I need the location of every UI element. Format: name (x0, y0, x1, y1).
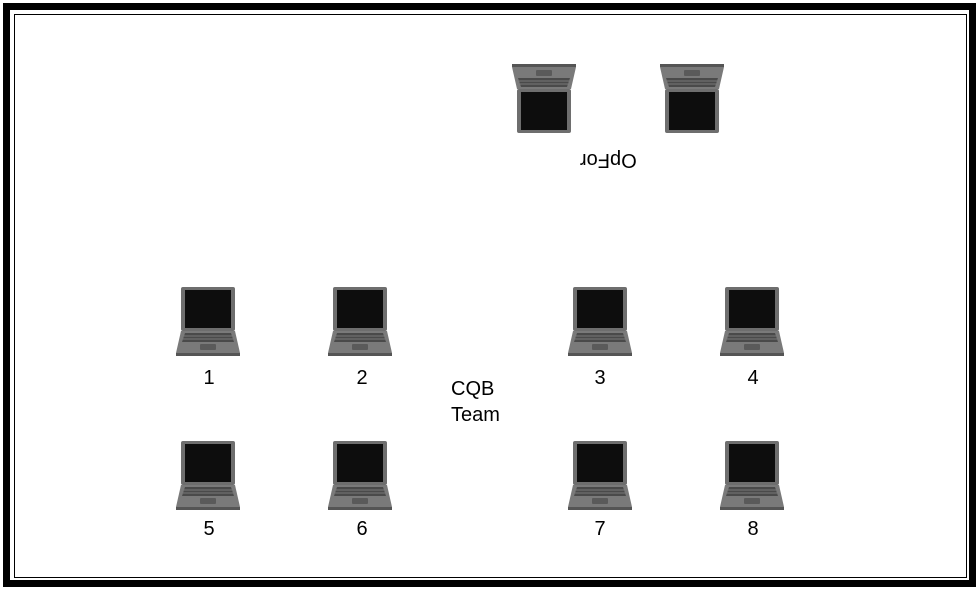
laptop-number-label: 2 (356, 367, 368, 389)
cqb-team-label-line2: Team (451, 404, 500, 426)
cqb-team-label: CQB Team (451, 376, 500, 428)
opfor-laptop-icon (512, 63, 576, 133)
team-laptop-icon (328, 441, 392, 511)
laptop-number-label: 1 (203, 367, 215, 389)
opfor-label: OpFor (580, 149, 637, 171)
laptop-number-label: 3 (594, 367, 606, 389)
cqb-team-label-line1: CQB (451, 378, 495, 400)
team-laptop-icon (328, 287, 392, 357)
laptop-number-label: 4 (747, 367, 759, 389)
diagram-inner-frame (14, 14, 967, 578)
team-laptop-icon (176, 287, 240, 357)
team-laptop-icon (176, 441, 240, 511)
laptop-number-label: 7 (594, 518, 606, 540)
laptop-number-label: 8 (747, 518, 759, 540)
team-laptop-icon (568, 287, 632, 357)
team-laptop-icon (720, 441, 784, 511)
team-laptop-icon (568, 441, 632, 511)
diagram-frame (3, 3, 976, 587)
team-laptop-icon (720, 287, 784, 357)
laptop-number-label: 6 (356, 518, 368, 540)
laptop-number-label: 5 (203, 518, 215, 540)
opfor-laptop-icon (660, 63, 724, 133)
